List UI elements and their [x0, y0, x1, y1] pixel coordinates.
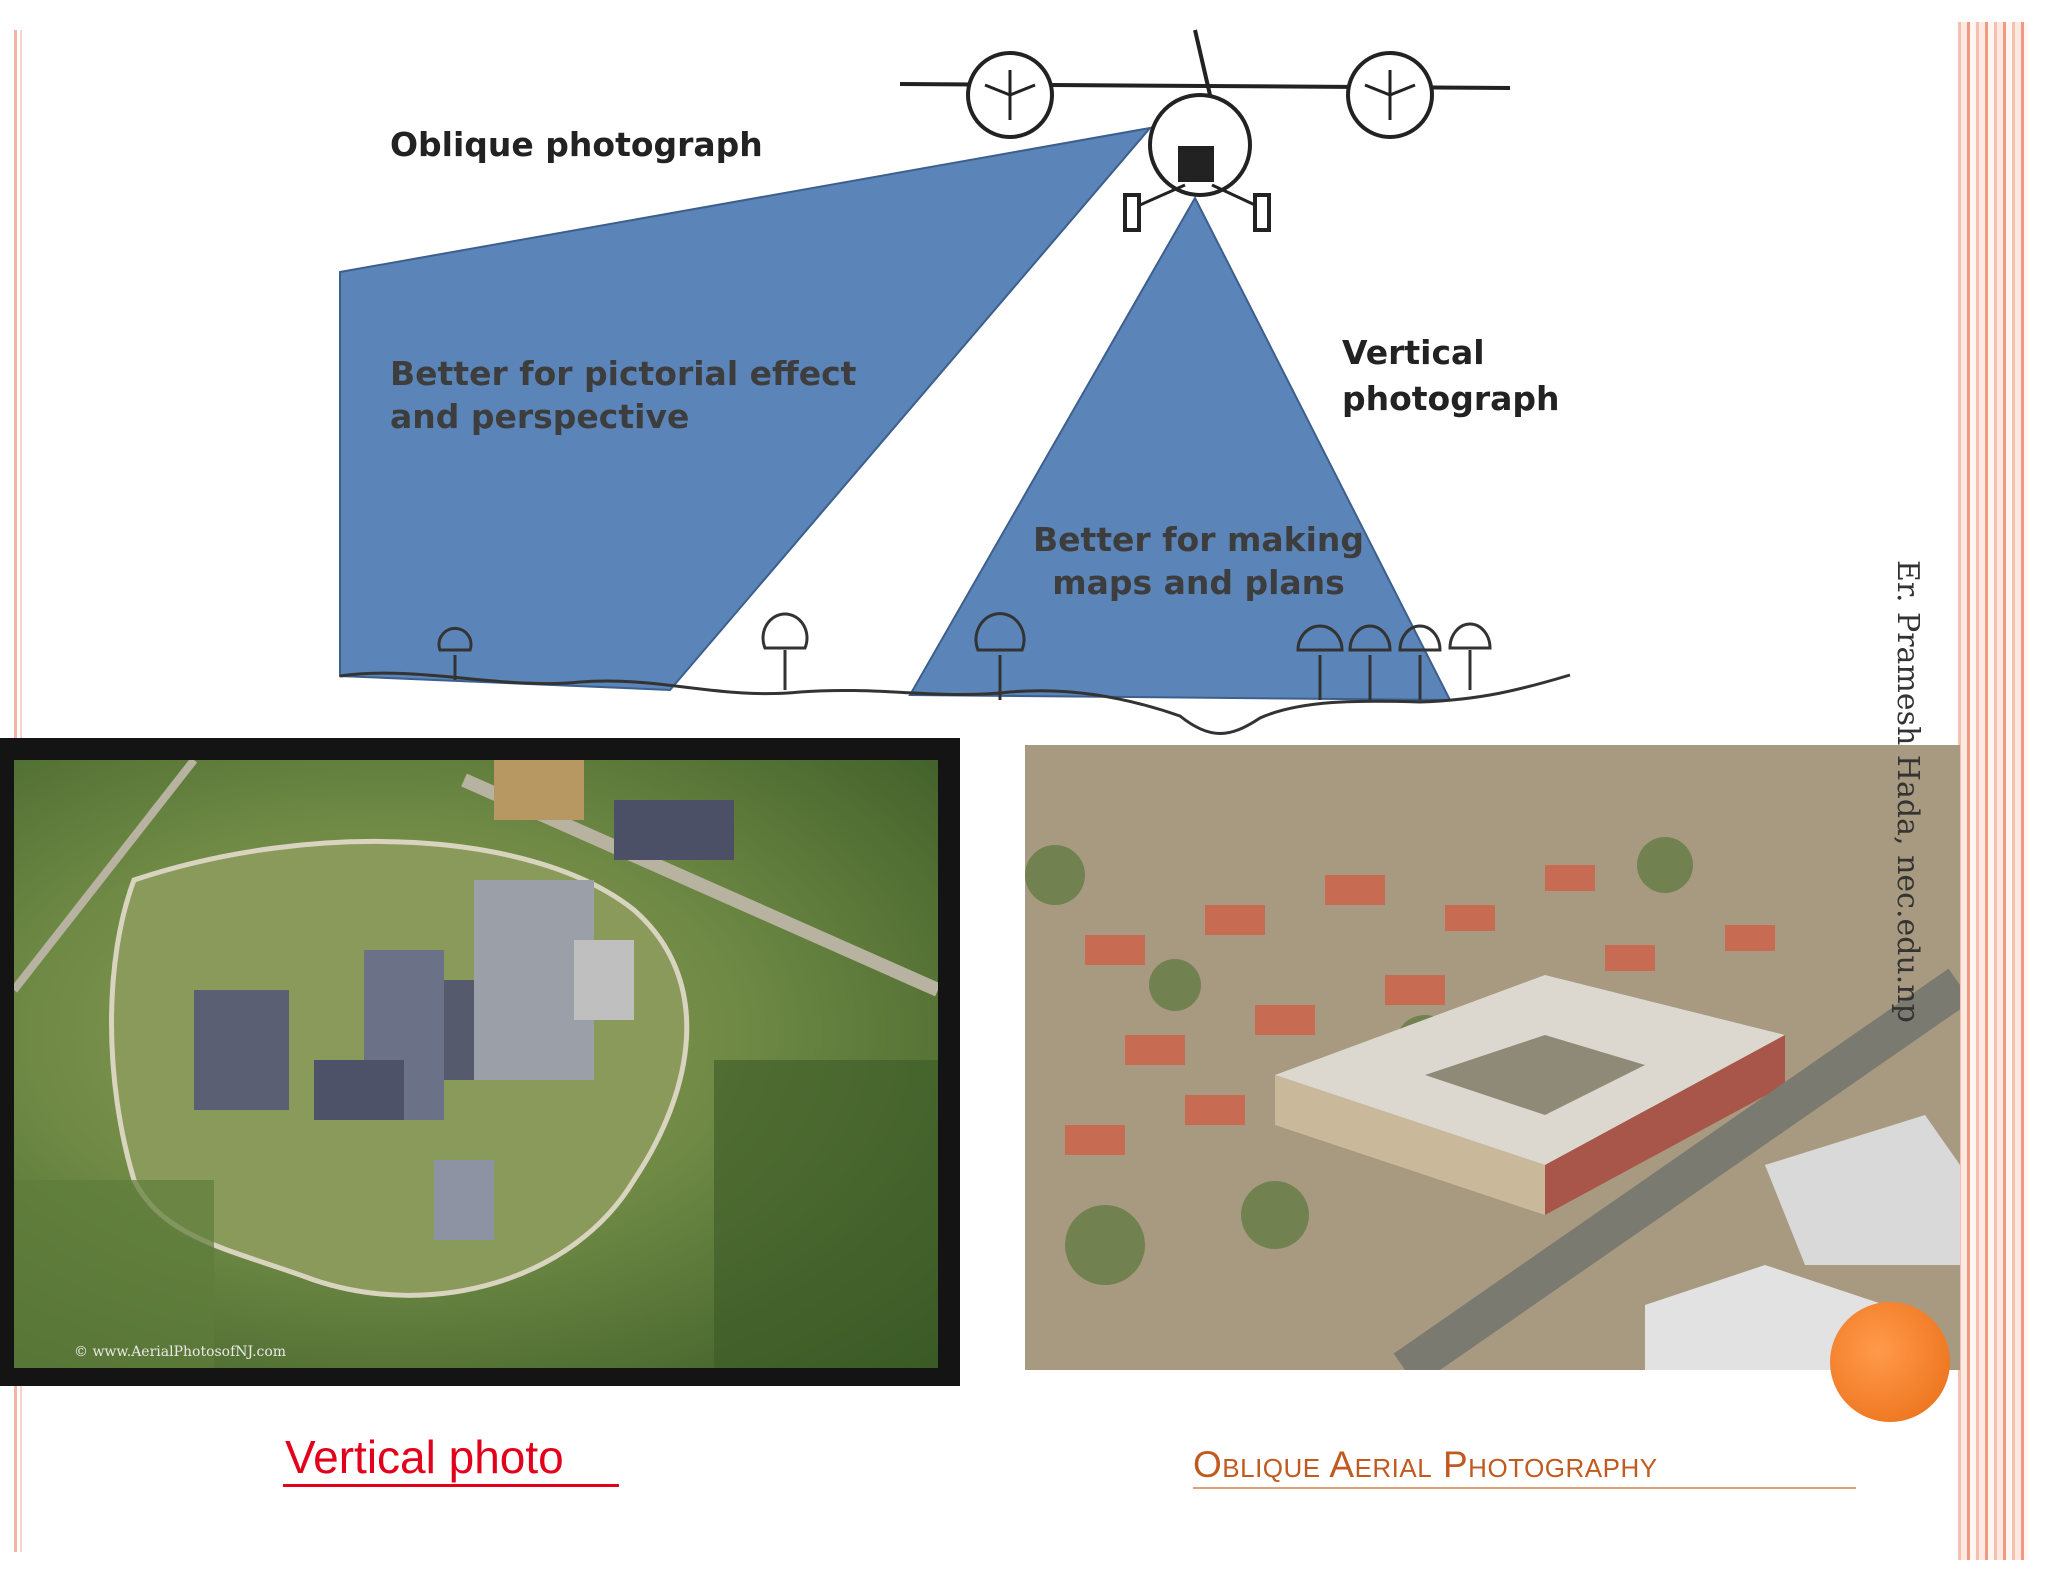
- vertical-photograph-label: Vertical photograph: [1342, 330, 1560, 422]
- author-watermark: Er. Pramesh Hada, nec.edu.np: [1890, 560, 1925, 1023]
- city-oblique-illustration: [1025, 745, 1960, 1370]
- oblique-caption-underline: [1193, 1487, 1856, 1489]
- oblique-aerial-photo: [1025, 745, 1960, 1370]
- airplane-icon: [899, 29, 1511, 232]
- vertical-beam: [908, 195, 1452, 702]
- vertical-benefit-note: Better for making maps and plans: [1026, 518, 1371, 604]
- decorative-orange-circle: [1830, 1302, 1950, 1422]
- vertical-note-line: maps and plans: [1052, 563, 1345, 602]
- vertical-caption-underline: [283, 1484, 619, 1487]
- vertical-label-line: Vertical: [1342, 333, 1485, 372]
- photo-watermark: © www.AerialPhotosofNJ.com: [74, 1344, 287, 1360]
- vertical-note-line: Better for making: [1032, 520, 1365, 559]
- oblique-note-line: Better for pictorial effect: [390, 354, 857, 393]
- tree-icon: [437, 612, 1492, 700]
- vertical-label-line: photograph: [1342, 379, 1560, 418]
- vertical-photo-image: © www.AerialPhotosofNJ.com: [10, 757, 941, 1368]
- campus-map-illustration: [10, 757, 941, 1368]
- aerial-photography-diagram: [339, 29, 1571, 735]
- vertical-photo-caption: Vertical photo: [285, 1431, 564, 1483]
- right-border-band: [1958, 22, 2028, 1560]
- oblique-photo-caption: Oblique Aerial Photography: [1193, 1444, 1658, 1485]
- oblique-benefit-note: Better for pictorial effect and perspect…: [390, 352, 856, 438]
- oblique-photograph-label: Oblique photograph: [390, 125, 763, 164]
- vertical-aerial-photo: © www.AerialPhotosofNJ.com: [0, 738, 960, 1386]
- ground-line: [339, 671, 1571, 735]
- oblique-note-line: and perspective: [390, 397, 690, 436]
